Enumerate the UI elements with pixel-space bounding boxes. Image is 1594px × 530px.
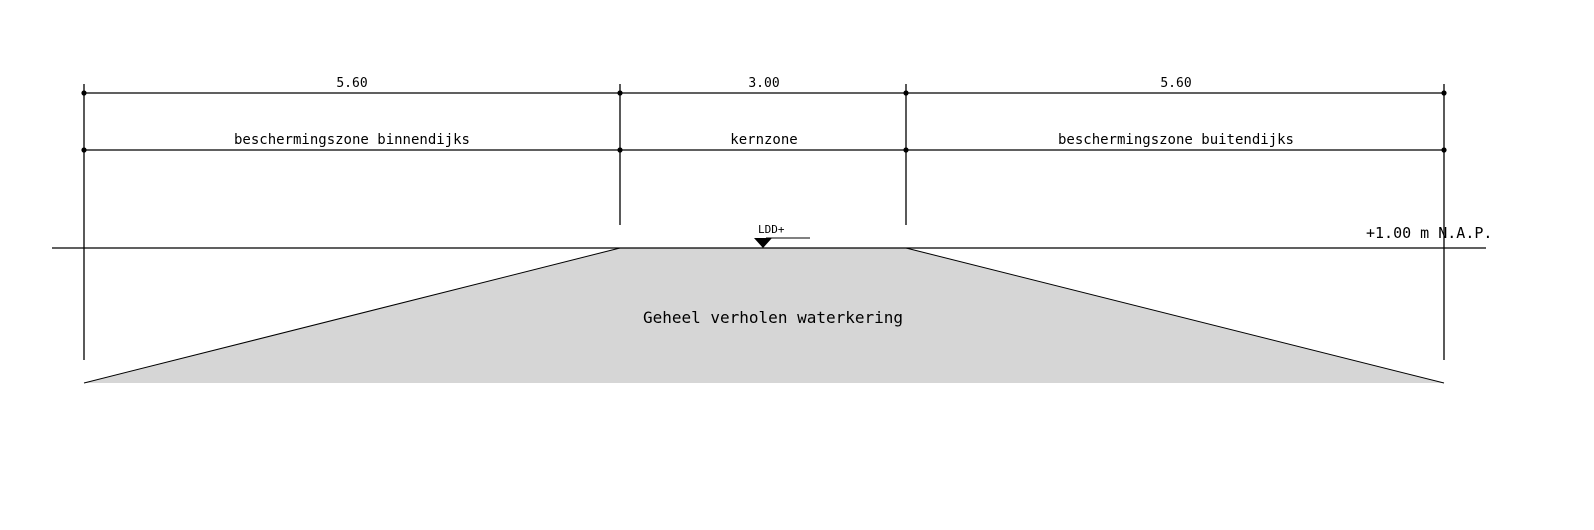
zone-core-label: kernzone [730,132,797,148]
zone-outer-label: beschermingszone buitendijks [1058,132,1294,148]
dimension-tick [617,90,623,96]
reference-level-label: +1.00 m N.A.P. [1366,224,1492,242]
zone-tick [903,147,909,153]
zone-tick [617,147,623,153]
crest-marker-label: LDD+ [758,223,785,236]
dimension-tick [903,90,909,96]
dimension-left-label: 5.60 [336,76,367,91]
zone-tick [1441,147,1447,153]
right-slope-line [905,247,1445,384]
dimension-middle-label: 3.00 [748,76,779,91]
dimension-tick [81,90,87,96]
left-slope-line [83,247,621,384]
zone-inner-label: beschermingszone binnendijks [234,132,470,148]
level-marker-icon [754,237,810,248]
zone-tick [81,147,87,153]
dimension-right-label: 5.60 [1160,76,1191,91]
dimension-tick [1441,90,1447,96]
dike-body-label: Geheel verholen waterkering [643,308,903,327]
dimension-line-top [81,90,1447,96]
dike-body [84,248,1444,383]
zone-line [81,147,1447,153]
